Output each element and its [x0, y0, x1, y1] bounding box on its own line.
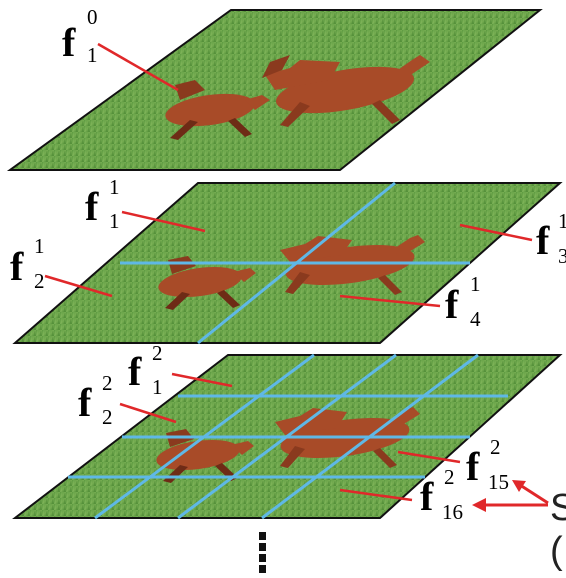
- label-f3-1-sup: 1: [558, 209, 566, 233]
- leader-f3-1: [459, 223, 533, 242]
- label-f1-0-sub: 1: [87, 43, 98, 67]
- label-f2-2-sup: 2: [102, 371, 113, 395]
- leader-f1-1: [121, 210, 206, 233]
- label-f4-1-base: f: [445, 282, 459, 327]
- leader-f1-2: [171, 372, 233, 388]
- label-f1-1: f 1 1: [85, 175, 120, 233]
- leader-f16-2: [339, 488, 413, 502]
- label-f16-2-sub: 16: [442, 500, 463, 524]
- vertical-ellipsis-icon: [259, 532, 266, 573]
- label-f1-2-sub: 1: [152, 375, 163, 399]
- label-f3-1: f 1 3: [536, 209, 566, 268]
- leader-f4-1: [339, 294, 441, 308]
- label-f1-1-base: f: [85, 184, 99, 229]
- label-f1-1-sup: 1: [109, 175, 120, 199]
- label-f2-1-sup: 1: [34, 234, 45, 258]
- horses-layer-0: [165, 55, 430, 140]
- side-text-line2: (: [550, 530, 563, 572]
- label-f3-1-sub: 3: [558, 244, 566, 268]
- arrowhead-left-icon: [472, 498, 486, 512]
- leader-f15-2: [397, 450, 461, 464]
- layer-0: f 0 1: [6, 5, 543, 171]
- label-f15-2-base: f: [466, 444, 480, 489]
- label-f16-2-sup: 2: [444, 465, 455, 489]
- label-f1-2-base: f: [128, 349, 142, 394]
- label-f2-1-sub: 2: [34, 269, 45, 293]
- leader-f2-1: [44, 274, 113, 298]
- horses-layer-1: [158, 235, 425, 310]
- label-f1-0-sup: 0: [87, 5, 98, 29]
- layer-2: f 2 1 f 2 2 f 2 15 f 2 16 S (: [12, 341, 566, 572]
- label-f4-1-sub: 4: [470, 307, 481, 331]
- label-f2-2-base: f: [78, 380, 92, 425]
- label-f4-1-sup: 1: [470, 272, 481, 296]
- label-f1-0: f 0 1: [62, 5, 98, 67]
- side-text-line1: S: [550, 487, 566, 529]
- label-f1-2: f 2 1: [128, 341, 163, 399]
- label-f2-1: f 1 2: [10, 234, 45, 293]
- label-f16-2-base: f: [420, 474, 434, 519]
- leader-f2-2: [119, 402, 177, 424]
- label-f15-2: f 2 15: [466, 435, 509, 494]
- label-f1-2-sup: 2: [152, 341, 163, 365]
- label-f1-0-base: f: [62, 20, 76, 65]
- label-f15-2-sub: 15: [488, 470, 509, 494]
- pointer-arrows: [472, 480, 549, 512]
- label-f2-1-base: f: [10, 244, 24, 289]
- layer-1: f 1 1 f 1 2 f 1 3 f 1 4: [10, 175, 566, 345]
- label-f15-2-sup: 2: [490, 435, 501, 459]
- arrowhead-up-icon: [512, 480, 526, 492]
- label-f2-2: f 2 2: [78, 371, 113, 429]
- label-f3-1-base: f: [536, 218, 550, 263]
- label-f1-1-sub: 1: [109, 209, 120, 233]
- label-f4-1: f 1 4: [445, 272, 481, 331]
- label-f16-2: f 2 16: [420, 465, 463, 524]
- label-f2-2-sub: 2: [102, 405, 113, 429]
- leader-f1-0: [97, 42, 179, 92]
